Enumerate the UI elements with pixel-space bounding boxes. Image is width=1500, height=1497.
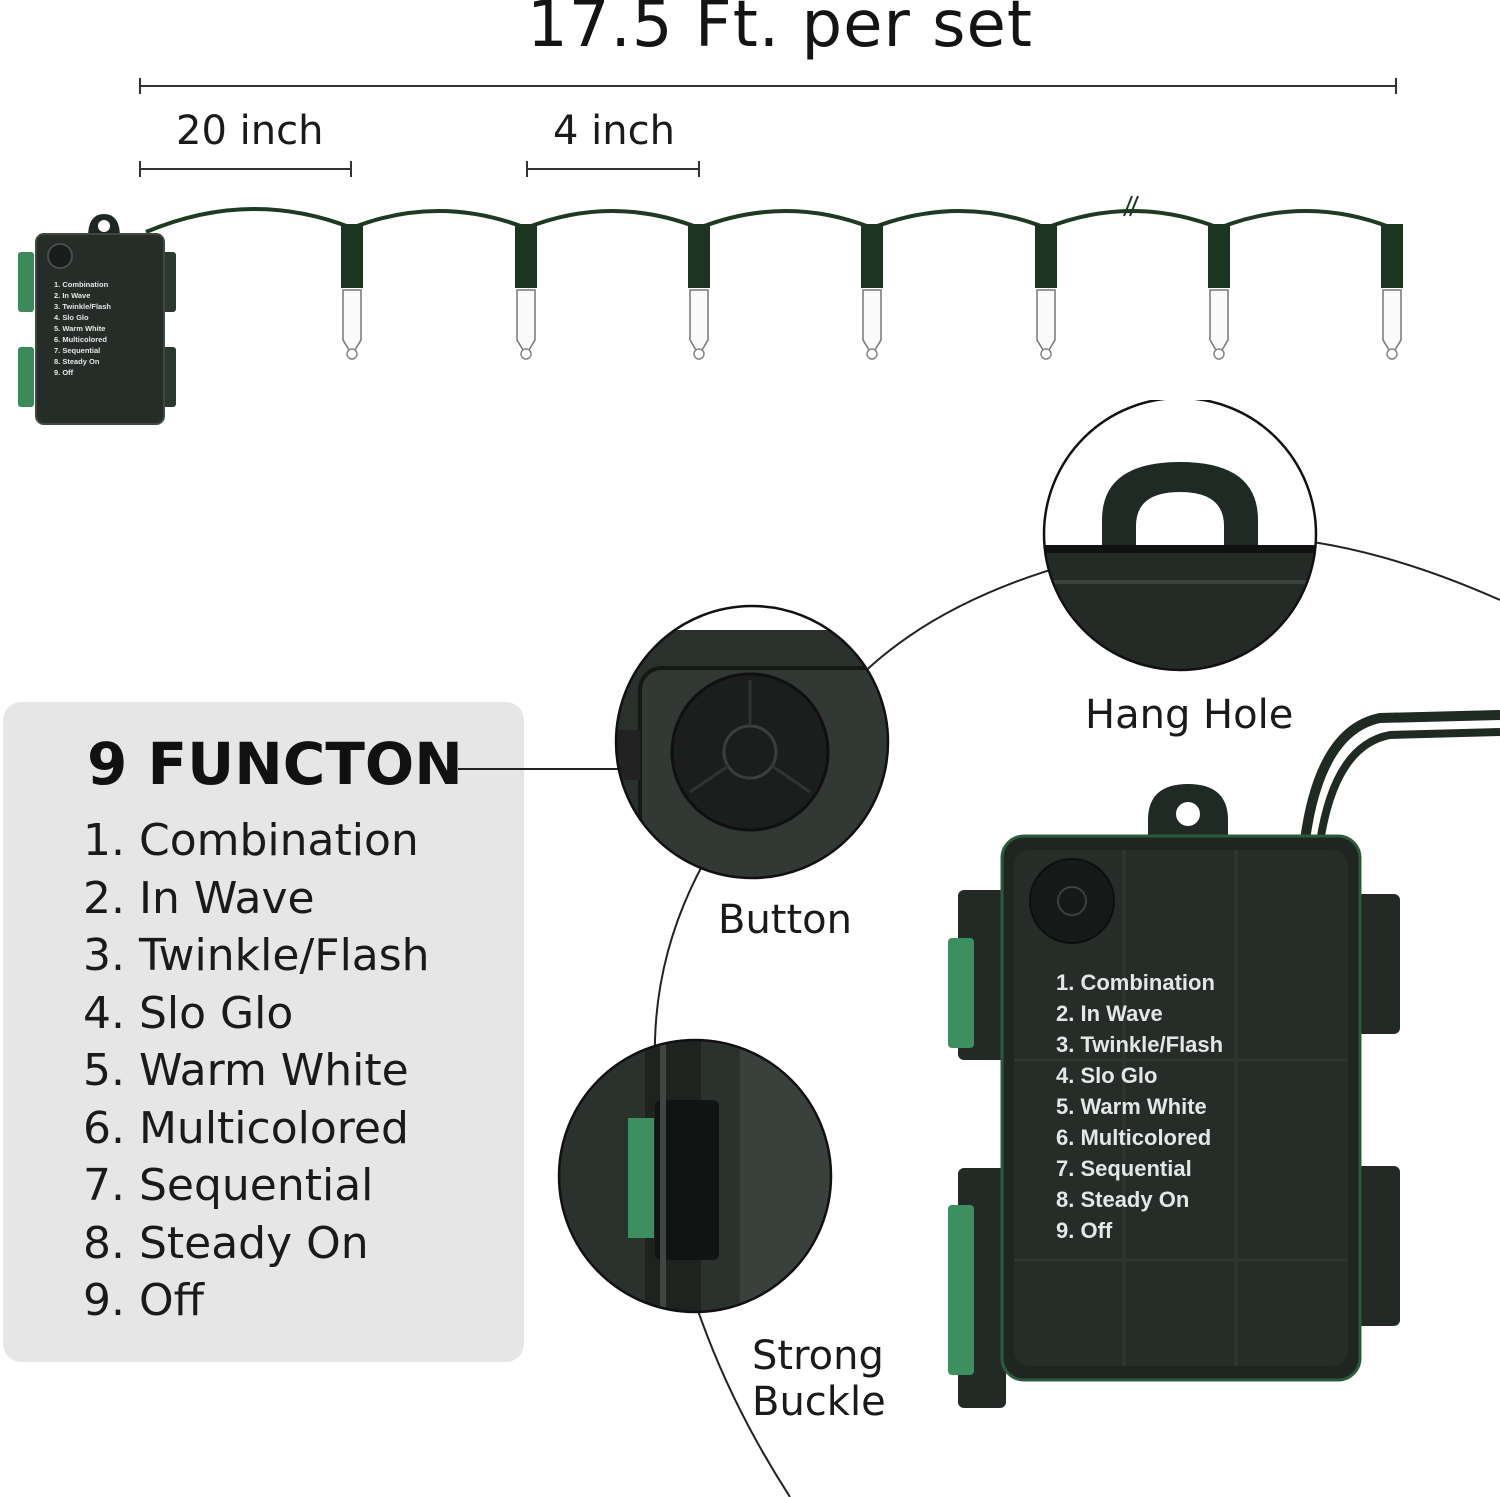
mini-box-item: 7. Sequential [54,346,100,355]
svg-text:1. Combination 2. In Wave: 1. Combination 2. In Wave 3. Twinkle/Fla… [54,280,113,377]
button-icon [614,604,890,880]
box-item: 1. Combination [1056,970,1215,995]
bulb-icon [688,224,710,360]
function-heading: 9 FUNCTON [87,730,463,798]
bulb-icon [861,224,883,360]
function-item: 8. Steady On [83,1217,369,1269]
dimension-4-inch-label: 4 inch [553,108,675,154]
bulb-icon [1381,224,1403,360]
dimension-20-inch-label: 20 inch [176,108,324,154]
function-item: 3. Twinkle/Flash [83,930,430,981]
box-item: 3. Twinkle/Flash [1056,1032,1223,1057]
function-item: 9. Off [83,1275,204,1326]
box-item: 6. Multicolored [1056,1125,1211,1150]
box-item: 8. Steady On [1056,1187,1189,1212]
function-list: 1. Combination 2. In Wave 3. Twinkle/Fla… [83,812,430,1330]
battery-box-icon: 1. Combination 2. In Wave 3. Twinkle/Fla… [948,710,1500,1408]
bulb-icon [1035,224,1057,360]
battery-box-icon: 1. Combination 2. In Wave 3. Twinkle/Fla… [18,214,176,425]
dimension-lines [139,78,1397,177]
function-item: 5. Warm White [83,1045,409,1096]
function-item: 1. Combination [83,815,419,866]
page-title: 17.5 Ft. per set [527,0,1033,62]
function-panel [3,702,524,1362]
function-item: 7. Sequential [83,1160,374,1211]
function-item: 6. Multicolored [83,1102,409,1154]
function-item: 2. In Wave [83,872,315,924]
hang-hole-label: Hang Hole [1085,692,1294,738]
hang-hole-icon [1042,400,1318,672]
button-label: Button [718,897,852,943]
mini-box-item: 8. Steady On [54,357,100,366]
bulb-icon [1208,224,1230,360]
buckle-icon [557,1038,833,1314]
strong-buckle-label-line1: Strong [752,1333,884,1379]
mini-box-item: 3. Twinkle/Flash [54,302,111,311]
mini-box-item: 1. Combination [54,280,109,289]
wire [145,206,1393,234]
mini-box-item: 5. Warm White [54,324,105,333]
svg-text:1. Combination 2. In Wav: 1. Combination 2. In Wave 3. Twinkle/Fla… [1056,970,1229,1243]
box-item: 7. Sequential [1056,1156,1192,1181]
box-item: 2. In Wave [1056,1001,1163,1026]
mini-box-item: 4. Slo Glo [54,313,89,322]
bulb-icon [341,224,363,360]
mini-box-item: 6. Multicolored [54,335,107,344]
mini-box-item: 2. In Wave [54,291,90,300]
detail-graphics: 1. Combination 2. In Wave 3. Twinkle/Fla… [458,400,1500,1497]
strong-buckle-label: Strong Buckle [752,1333,886,1425]
bulb-icon [515,224,537,360]
function-item: 4. Slo Glo [83,987,294,1039]
strong-buckle-label-line2: Buckle [752,1379,886,1425]
box-item: 4. Slo Glo [1056,1063,1157,1088]
mini-box-item: 9. Off [54,368,74,377]
box-item: 9. Off [1056,1218,1113,1243]
string-lights-diagram [145,195,1403,360]
box-item: 5. Warm White [1056,1094,1207,1119]
